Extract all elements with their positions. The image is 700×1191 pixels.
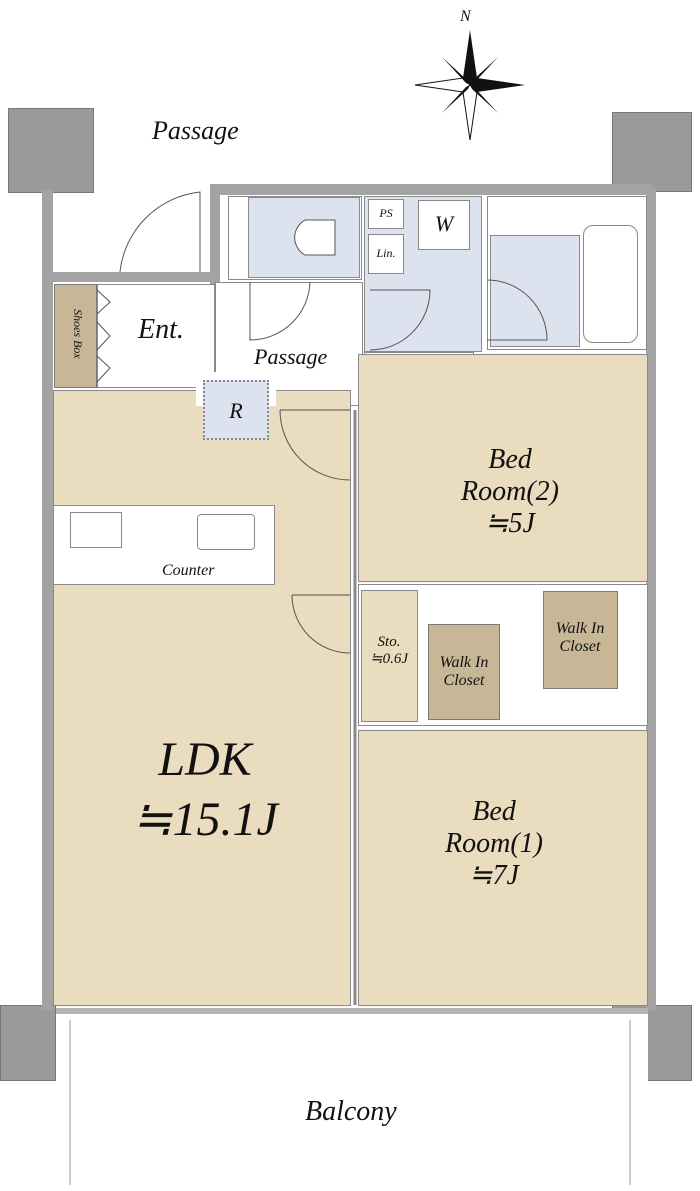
passage-door-swing (249, 281, 311, 341)
shoe-box-doors (96, 289, 111, 383)
ldk-name: LDK (158, 733, 252, 786)
closet-1-line1: Walk In (439, 654, 489, 671)
bathroom (490, 235, 580, 347)
walk-in-closet-1 (428, 624, 500, 720)
inner-passage-label: Passage (254, 344, 328, 369)
bedroom-2-label: Bed Room(2) ≒5J (440, 444, 580, 541)
bedroom-2-name-2: Room(2) (461, 476, 559, 508)
ldk-label: LDK ≒15.1J (100, 730, 310, 850)
storage-label: Sto. ≒0.6J (358, 634, 420, 669)
ldk-room (53, 390, 351, 1006)
storage-size: ≒0.6J (370, 651, 408, 668)
wall-left (42, 190, 53, 1010)
counter-label: Counter (162, 562, 215, 579)
refrigerator-space: R (203, 380, 269, 440)
wall-right (646, 188, 656, 1010)
bedroom-2 (358, 354, 648, 582)
bedroom-2-size: ≒5J (485, 508, 535, 540)
kitchen-sink (197, 514, 255, 550)
storage-name: Sto. (377, 634, 401, 650)
shoes-box: Shoes Box (54, 284, 97, 388)
closet-1-line2: Closet (443, 672, 485, 690)
front-door-swing (119, 191, 201, 273)
ldk-door-swing (279, 409, 351, 481)
balcony-label: Balcony (305, 1096, 397, 1127)
bedroom-1 (358, 730, 648, 1006)
stove (70, 512, 122, 548)
bedroom-1-name: Bed (472, 796, 516, 827)
washer-space: W (418, 200, 470, 250)
bedroom-1-label: Bed Room(1) ≒7J (424, 796, 564, 893)
closet-2-line1: Walk In (555, 620, 605, 637)
walk-in-closet-2 (543, 591, 618, 689)
wash-door-swing (369, 289, 431, 351)
walk-in-closet-1-label: Walk In Closet (424, 654, 504, 691)
outer-passage-label: Passage (152, 116, 239, 145)
ps-label: PS (379, 206, 393, 220)
wall-entry-vertical (210, 184, 220, 284)
bedroom-2-name: Bed (488, 444, 532, 475)
column-bottom-left (0, 1005, 56, 1081)
closet-2-line2: Closet (559, 638, 601, 656)
wall-top (212, 184, 652, 195)
ps-box-top: PS (368, 199, 404, 229)
linen-label: Lin. (376, 246, 396, 260)
linen-cupboard: Lin. (368, 234, 404, 274)
washer-label: W (434, 211, 454, 236)
compass-icon (414, 30, 525, 141)
column-top-right (612, 112, 692, 192)
bathtub (583, 225, 638, 343)
walk-in-closet-2-label: Walk In Closet (540, 620, 620, 657)
compass-north-label: N (460, 8, 471, 25)
ldk-size: ≒15.1J (132, 793, 278, 846)
ldk-door-swing-2 (291, 594, 351, 654)
bath-door-swing (486, 279, 548, 341)
bedroom-1-name-2: Room(1) (445, 828, 543, 860)
toilet (294, 219, 336, 256)
column-top-left (8, 108, 94, 193)
refrigerator-label: R (229, 398, 243, 423)
storage (361, 590, 418, 722)
balcony (56, 1008, 648, 1184)
bedroom-1-size: ≒7J (469, 860, 519, 892)
wall-entry-horizontal (42, 272, 220, 282)
entrance (97, 284, 215, 388)
entrance-label: Ent. (138, 314, 184, 345)
